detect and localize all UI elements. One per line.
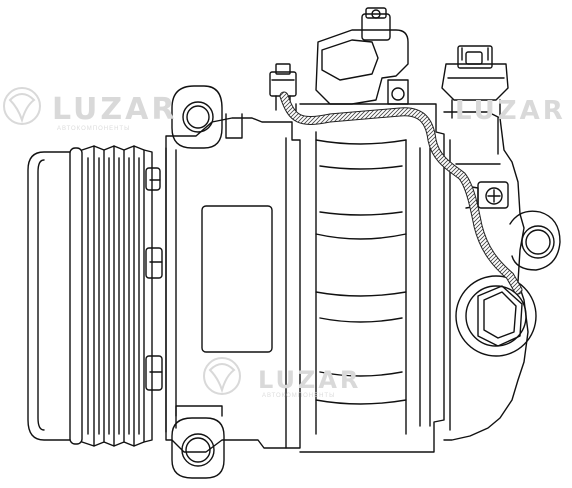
watermark-brand-bottom: LUZAR [258,366,362,394]
rear-head [443,111,529,441]
mount-ear-right [509,210,561,271]
front-housing [165,113,301,453]
mount-ear-top [171,85,223,149]
pulley [27,145,153,447]
control-valve-connector [455,275,537,357]
discharge-port [315,7,409,105]
watermark-logo-bottom [203,357,241,395]
wire-harness [279,91,523,295]
pressure-sensor [441,45,509,119]
watermark-brand-right: LUZAR [455,96,566,126]
watermark-tagline-bottom: АВТОКОМПОНЕНТЫ [262,393,336,399]
clutch-bolts [145,167,163,391]
mount-ear-bottom [171,405,225,479]
watermark-tagline-top: АВТОКОМПОНЕНТЫ [57,126,131,132]
watermark-logo-top [3,87,41,125]
watermark-brand-top: LUZAR [52,92,178,127]
cylinder-body [295,103,445,453]
